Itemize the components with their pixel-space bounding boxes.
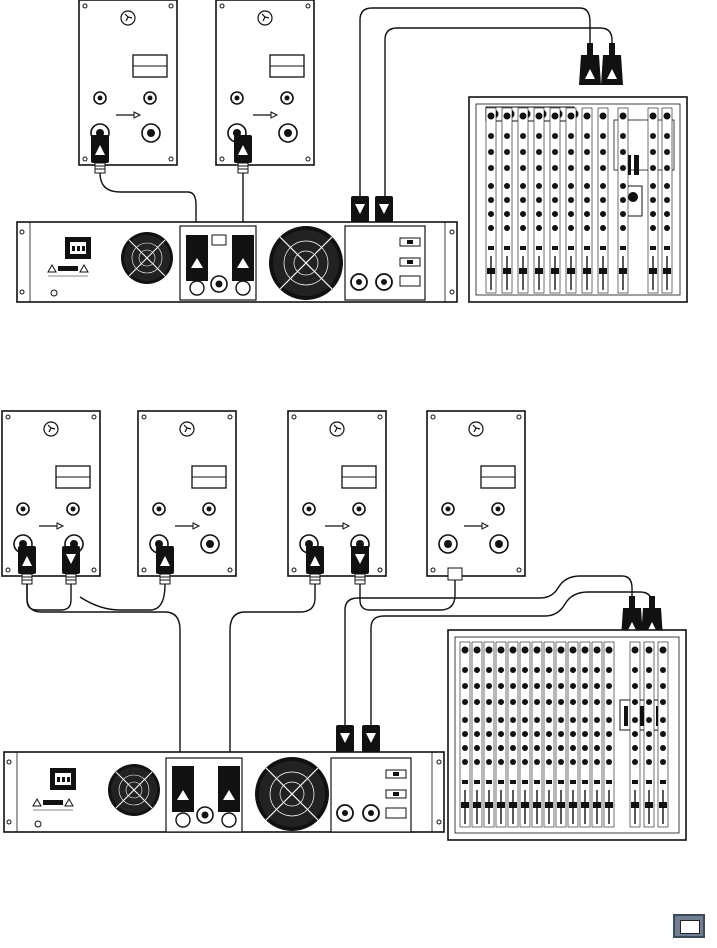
- iec-power-inlet-icon: [65, 237, 91, 259]
- speaker-panel: [79, 0, 177, 173]
- speaker-panel: [138, 411, 236, 584]
- speaker-cable: [27, 584, 71, 610]
- page-corner-button-inner: [680, 920, 700, 934]
- amplifier: [17, 222, 457, 302]
- speaker-cable: [230, 584, 315, 760]
- page-corner-button-icon[interactable]: [673, 914, 705, 938]
- speaker-panel: [427, 411, 525, 580]
- mixer: [469, 97, 687, 302]
- fan-grille-icon: [255, 757, 329, 831]
- speaker-cable: [80, 584, 165, 610]
- speaker-panel: [2, 411, 100, 584]
- mixer: [448, 630, 686, 840]
- fan-grille-icon: [269, 226, 343, 300]
- fan-grille-icon: [108, 764, 160, 816]
- amplifier: [4, 752, 444, 832]
- speaker-panel: [288, 411, 386, 584]
- fan-grille-icon: [121, 232, 173, 284]
- speaker-cable: [360, 580, 455, 610]
- iec-power-inlet-icon: [50, 768, 76, 790]
- speaker-cable: [27, 584, 50, 610]
- diagram-top: [17, 0, 687, 302]
- diagram-bottom: [2, 411, 686, 840]
- speaker-panel: [216, 0, 314, 173]
